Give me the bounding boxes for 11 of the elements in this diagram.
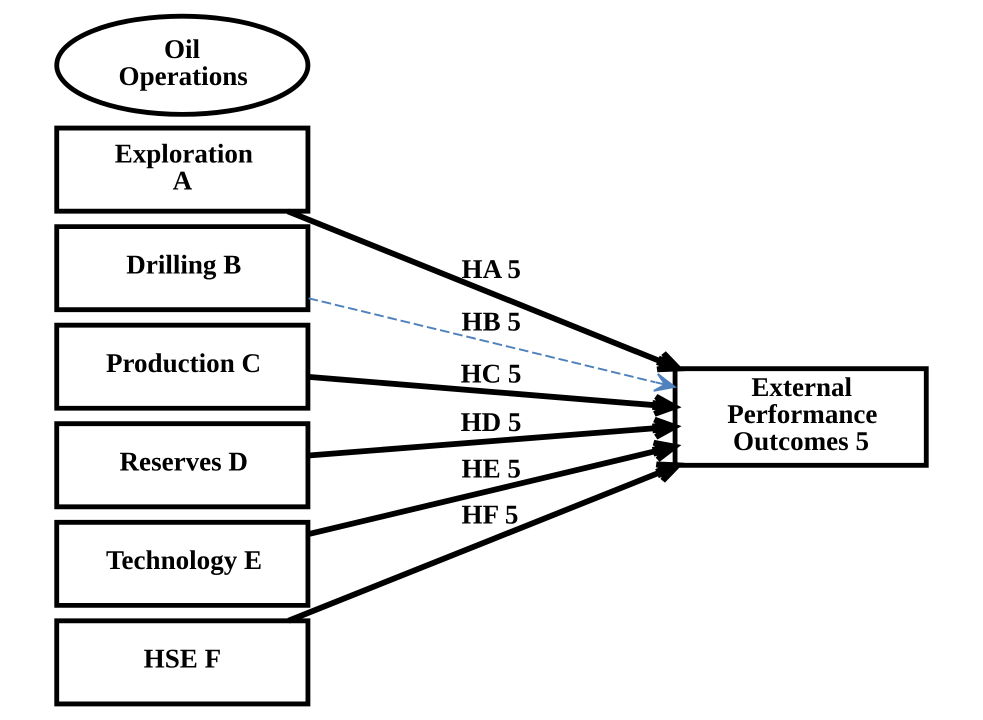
edge-label: HA 5	[462, 254, 521, 284]
node-box: HSE F	[54, 618, 310, 706]
node-box: Production C	[54, 322, 310, 411]
node-box: Drilling B	[54, 224, 310, 312]
node-box: Reserves D	[54, 421, 310, 510]
node-box: Technology E	[54, 520, 310, 608]
node-box: External Performance Outcomes 5	[672, 366, 929, 468]
edge-label: HB 5	[462, 306, 521, 336]
arrow	[308, 297, 676, 392]
node-box: Exploration A	[54, 126, 310, 214]
node-ellipse: Oil Operations	[54, 14, 310, 117]
